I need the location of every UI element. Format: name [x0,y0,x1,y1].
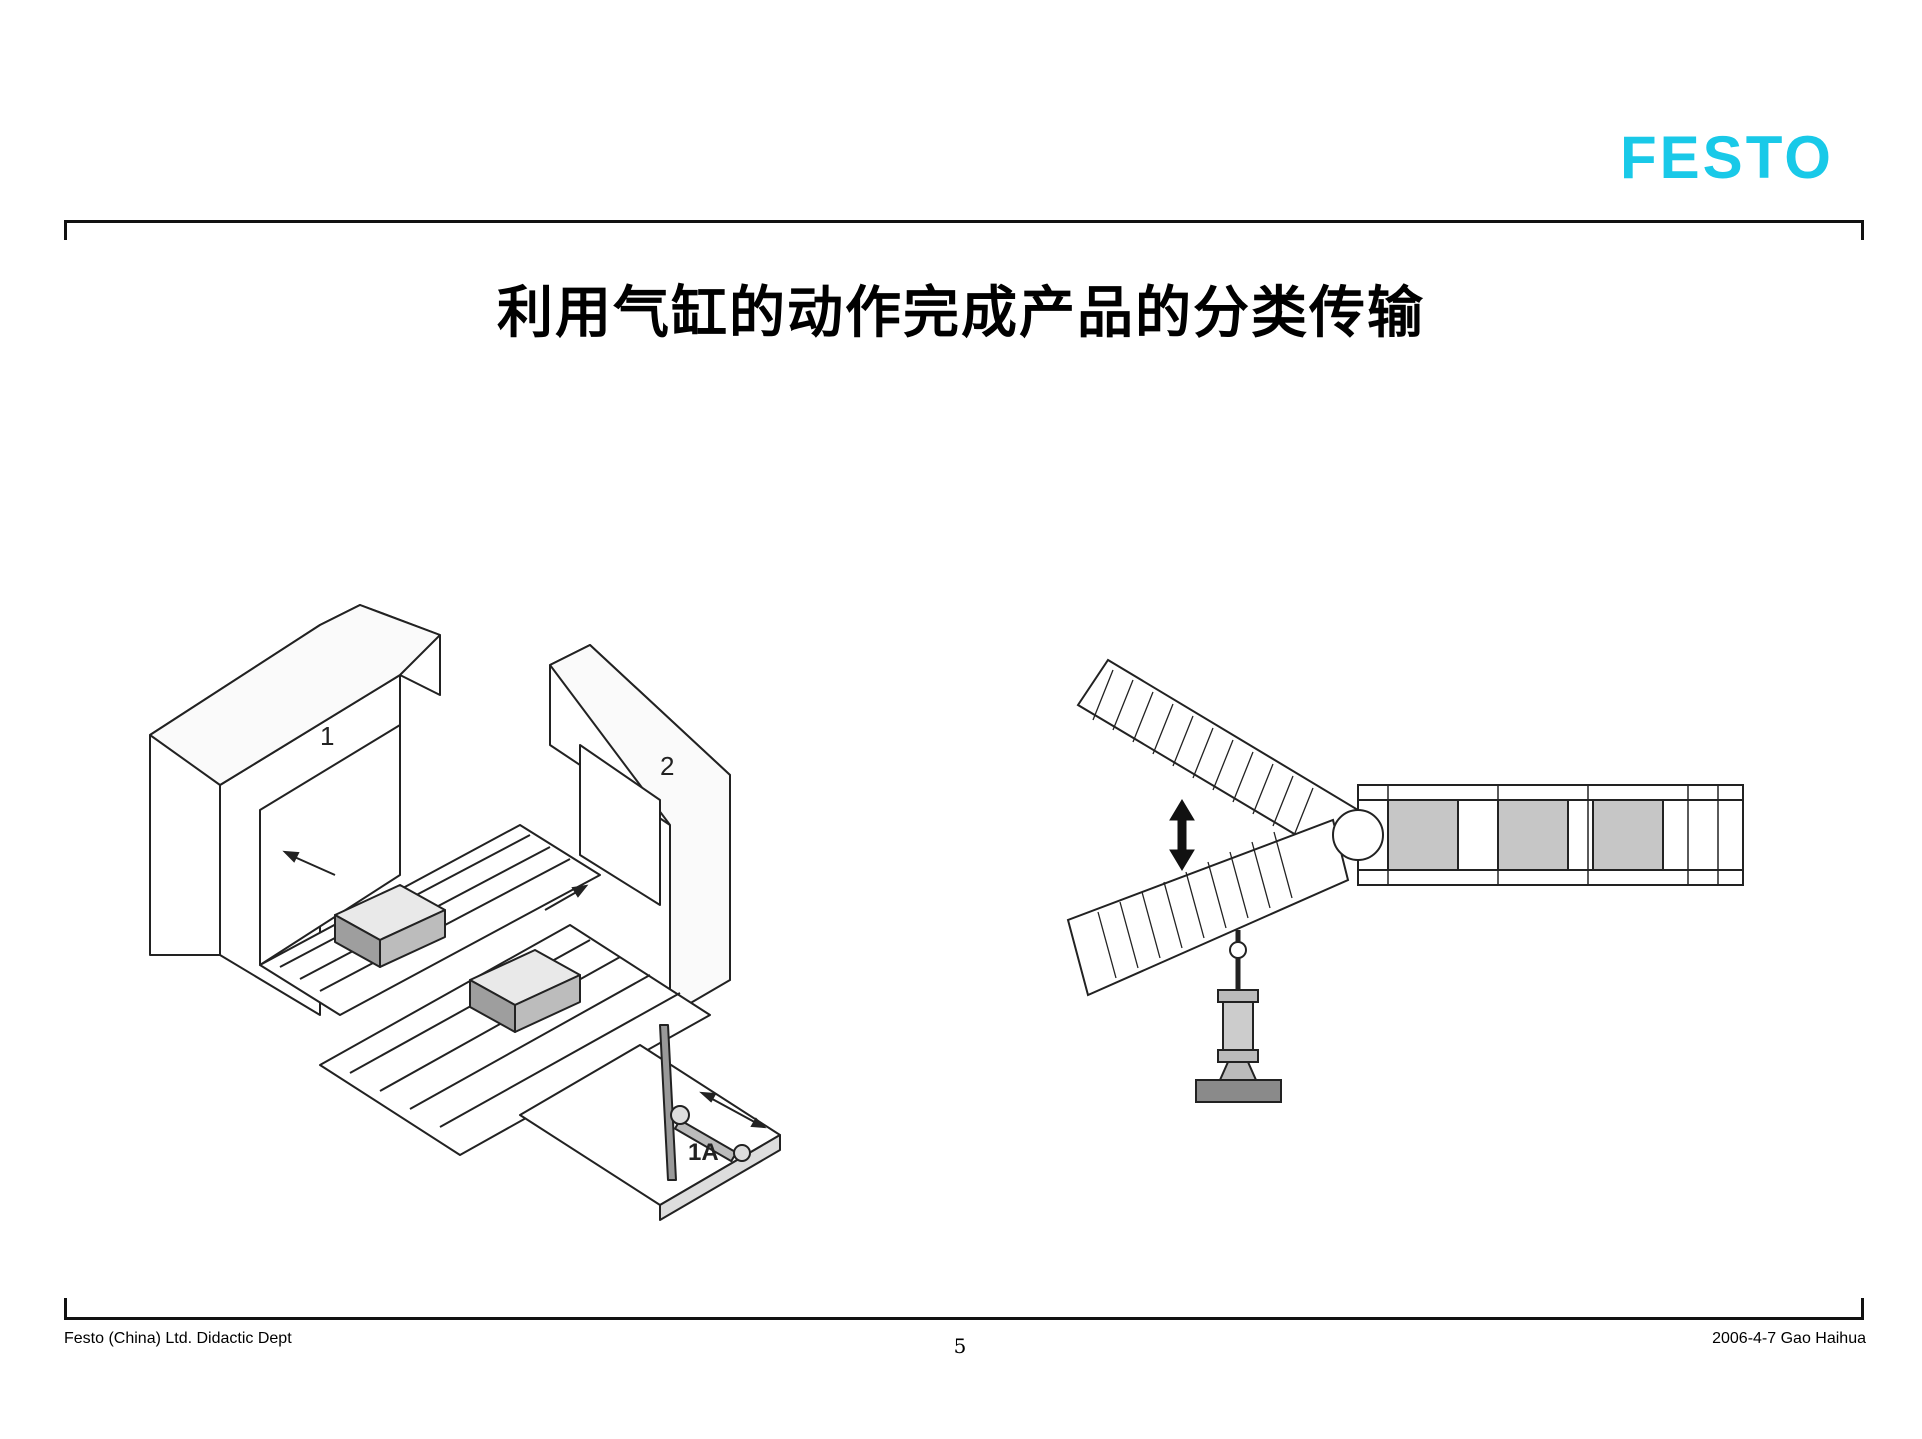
left-conveyor-illustration: 1 2 1A [149,604,781,1221]
lower-branch-conveyor [1066,818,1350,997]
gate-1-label: 1 [320,721,334,751]
header-rule [64,220,1864,240]
footer-company: Festo (China) Ltd. Didactic Dept [64,1330,292,1347]
product-box-2 [469,949,581,1033]
cylinder-1a-icon [670,1105,751,1163]
footer-rule [64,1298,1864,1320]
conveyor-product-2 [1497,799,1569,871]
sorting-bar [659,1024,677,1181]
product-box-1 [334,884,446,968]
double-arrow-icon [1169,799,1195,871]
cylinder-1a-label: 1A [688,1139,719,1166]
gate-2-label: 2 [660,751,674,781]
festo-logo: FESTO [1620,124,1834,191]
conveyor-product-1 [1387,799,1459,871]
slide-title: 利用气缸的动作完成产品的分类传输 [497,281,1425,346]
page-number: 5 [953,1334,967,1358]
right-switch-illustration [1066,658,1744,1103]
pivot-icon [1332,809,1384,861]
conveyor-product-3 [1592,799,1664,871]
pneumatic-cylinder-icon [1195,930,1282,1103]
cylinder-mount [1195,1079,1282,1103]
footer-date-author: 2006-4-7 Gao Haihua [1712,1330,1866,1347]
